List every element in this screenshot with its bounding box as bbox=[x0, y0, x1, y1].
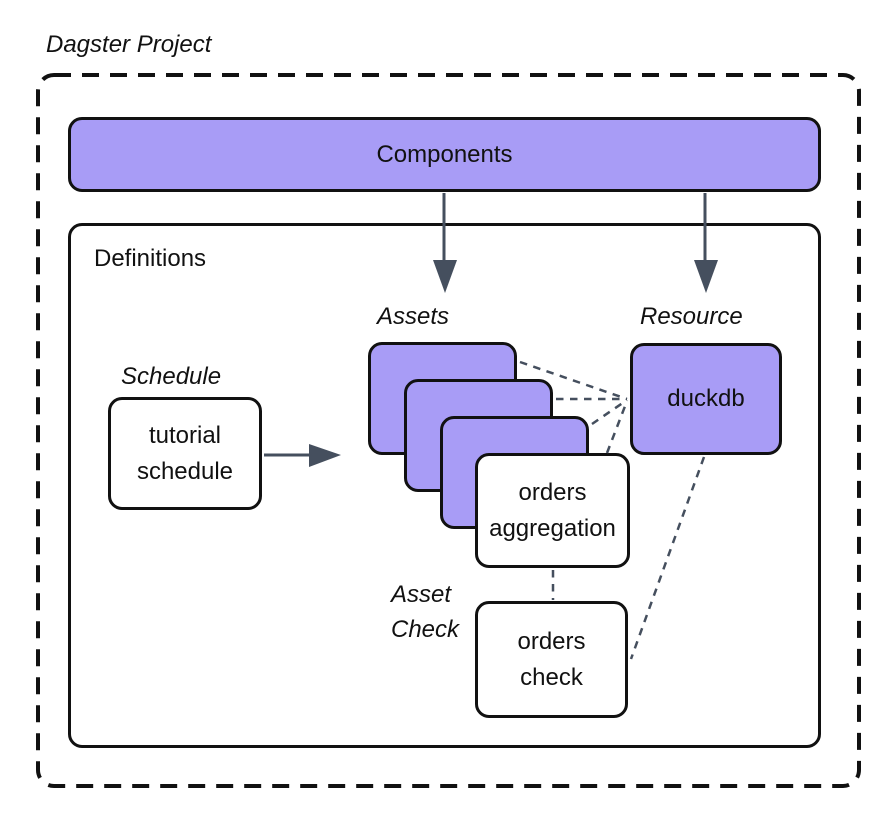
asset-check-label: Asset Check bbox=[391, 578, 481, 648]
assets-label: Assets bbox=[377, 303, 450, 330]
orders-check-line2: check bbox=[520, 663, 583, 691]
asset-check-label-line1: Asset bbox=[391, 581, 452, 608]
tutorial-schedule-line2: schedule bbox=[136, 457, 234, 485]
node-tutorial-schedule: tutorial schedule bbox=[108, 397, 262, 510]
diagram-title: Dagster Project bbox=[46, 31, 212, 58]
node-orders-aggregation: orders aggregation bbox=[475, 453, 630, 568]
resource-label: Resource bbox=[640, 303, 743, 330]
orders-aggregation-line1: orders bbox=[518, 478, 587, 506]
orders-aggregation-line2: aggregation bbox=[489, 514, 616, 542]
components-bar: Components bbox=[68, 117, 821, 192]
node-orders-check: orders check bbox=[475, 601, 628, 718]
node-duckdb: duckdb bbox=[630, 343, 782, 455]
schedule-label: Schedule bbox=[121, 363, 222, 390]
tutorial-schedule-line1: tutorial bbox=[148, 421, 222, 449]
asset-check-label-line2: Check bbox=[391, 615, 460, 643]
definitions-label: Definitions bbox=[94, 245, 207, 272]
orders-check-line1: orders bbox=[517, 627, 586, 655]
components-label: Components bbox=[376, 140, 513, 168]
duckdb-label: duckdb bbox=[667, 385, 745, 412]
